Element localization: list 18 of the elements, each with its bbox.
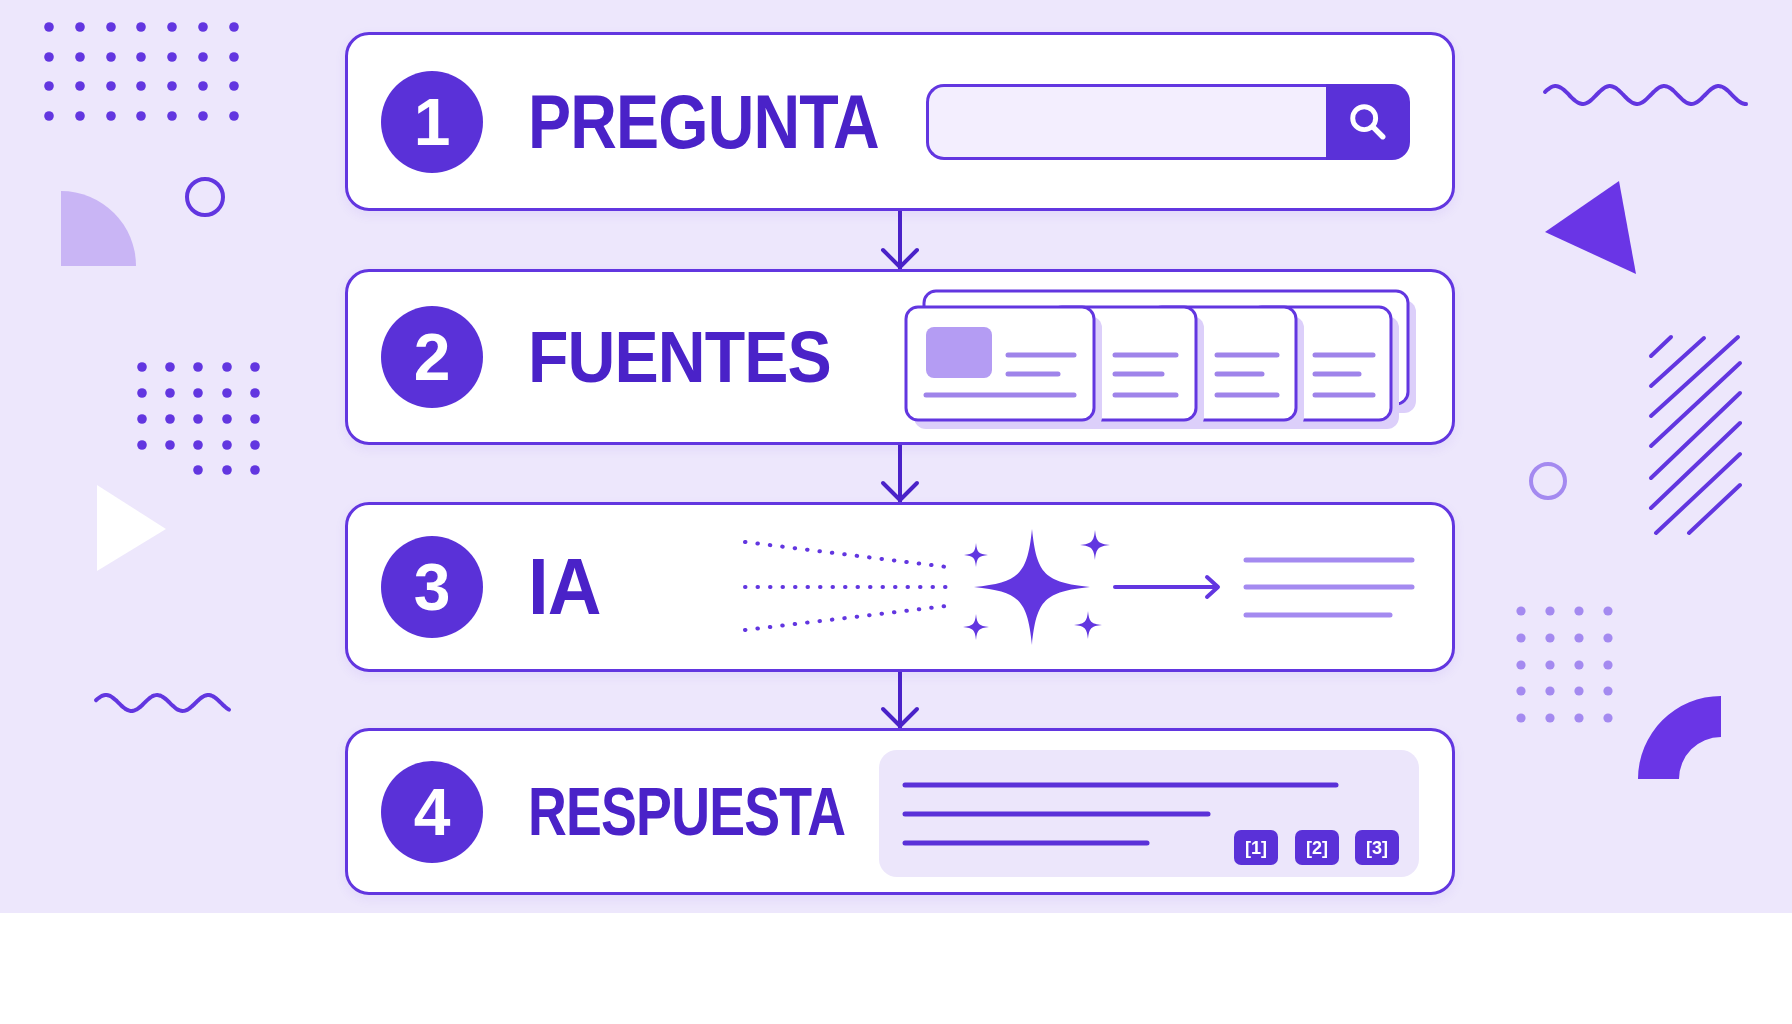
step-title: RESPUESTA [528, 774, 846, 849]
step-number: 4 [381, 760, 483, 863]
step-title: IA [528, 543, 601, 631]
flow-arrow [881, 211, 919, 269]
citation-tag: [1] [1234, 830, 1278, 865]
citation-tag: [2] [1295, 830, 1339, 865]
citation-tag: [3] [1355, 830, 1399, 865]
step-number: 2 [381, 306, 483, 408]
step-card [345, 32, 1455, 211]
step-card [345, 728, 1455, 895]
step-card [345, 269, 1455, 445]
step-card [345, 502, 1455, 672]
step-title: FUENTES [528, 317, 831, 397]
step-number: 3 [381, 536, 483, 638]
flow-arrow [881, 445, 919, 502]
step-number: 1 [381, 70, 483, 173]
step-title: PREGUNTA [528, 79, 879, 164]
flow-arrow [881, 672, 919, 728]
